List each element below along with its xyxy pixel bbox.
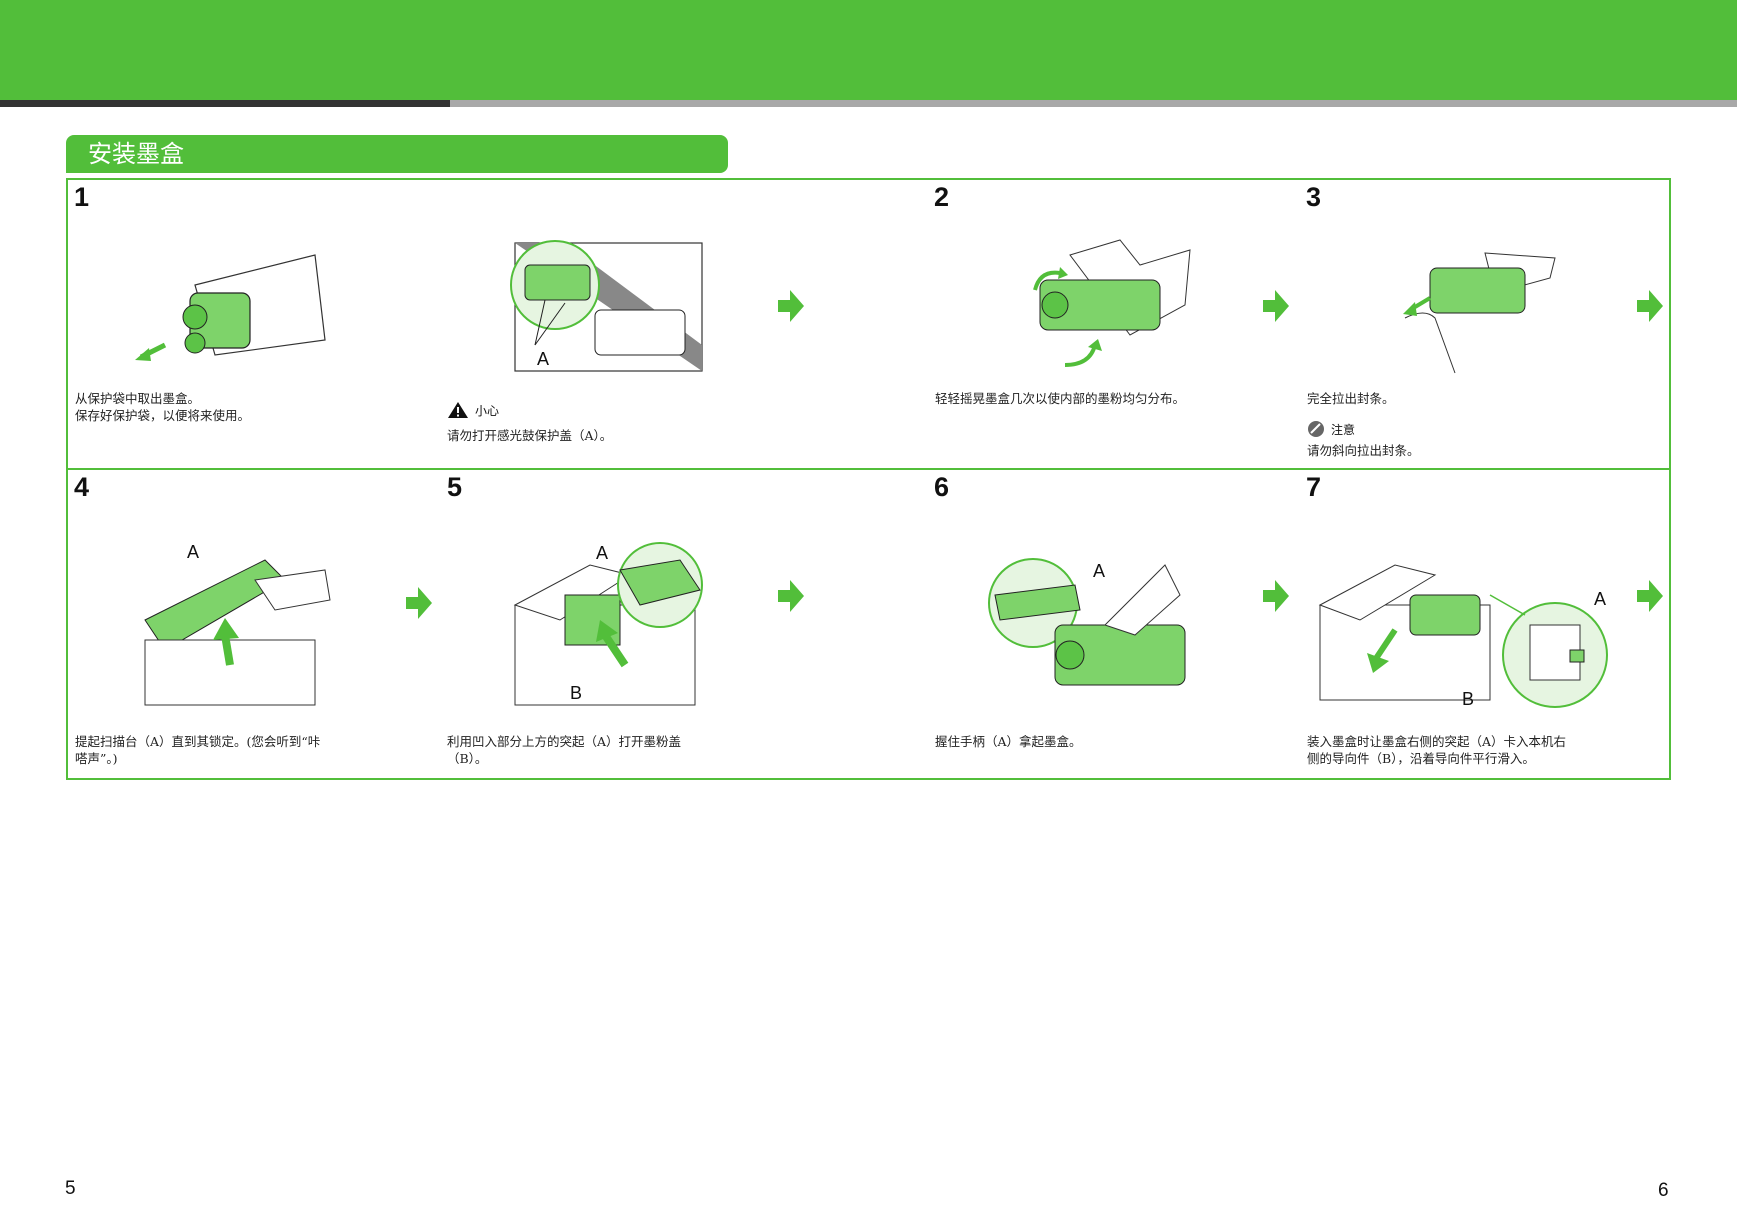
note-text: 请勿斜向拉出封条。 xyxy=(1307,443,1420,458)
step-5-number: 5 xyxy=(447,472,463,502)
step-7-caption: 装入墨盒时让墨盒右侧的突起（A）卡入本机右 侧的导向件（B），沿着导向件平行滑入… xyxy=(1307,734,1567,766)
step-7-illustration: A B xyxy=(1318,564,1608,709)
next-step-arrow-icon xyxy=(1263,290,1289,322)
step-2-number: 2 xyxy=(934,182,950,212)
caution-text: 请勿打开感光鼓保护盖（A）。 xyxy=(447,428,613,443)
step-3-illustration xyxy=(1403,252,1556,374)
step-2-illustration xyxy=(1033,239,1191,367)
page-number-right: 6 xyxy=(1658,1180,1669,1201)
step-7-callout-b: B xyxy=(1462,689,1474,709)
step-7-callout-a: A xyxy=(1594,589,1606,609)
step-7-number: 7 xyxy=(1306,472,1322,502)
step-1-caption: 从保护袋中取出墨盒。 保存好保护袋，以便将来使用。 xyxy=(75,391,251,423)
next-step-arrow-icon xyxy=(406,587,432,619)
step-2-caption: 轻轻摇晃墨盒几次以使内部的墨粉均匀分布。 xyxy=(935,391,1186,406)
step-1-caution-callout: A xyxy=(537,349,549,369)
section-title: 安装墨盒 xyxy=(66,135,728,173)
step-3-caption: 完全拉出封条。 xyxy=(1307,391,1395,406)
caution-heading: 小心 xyxy=(447,401,499,419)
header-stripe-light xyxy=(450,100,1737,107)
step-4-callout-a: A xyxy=(187,542,199,562)
step-4-caption: 提起扫描台（A）直到其锁定。(您会听到“咔 嗒声”。) xyxy=(75,734,321,766)
step-5-illustration: A B xyxy=(513,542,703,706)
row-divider xyxy=(66,468,1671,470)
next-step-arrow-icon xyxy=(1637,580,1663,612)
step-6-number: 6 xyxy=(934,472,950,502)
step-6-caption: 握住手柄（A）拿起墨盒。 xyxy=(935,734,1082,749)
step-5-caption: 利用凹入部分上方的突起（A）打开墨粉盖 （B）。 xyxy=(447,734,682,766)
step-4-number: 4 xyxy=(74,472,90,502)
next-step-arrow-icon xyxy=(778,290,804,322)
note-heading: 注意 xyxy=(1307,420,1355,438)
step-1-caution-illustration: A xyxy=(510,240,703,372)
next-step-arrow-icon xyxy=(1263,580,1289,612)
caution-label: 小心 xyxy=(475,403,500,418)
steps-frame xyxy=(66,178,1671,780)
header-bar xyxy=(0,0,1737,100)
step-6-callout-a: A xyxy=(1093,561,1105,581)
note-pencil-icon xyxy=(1308,421,1324,437)
page-number-left: 5 xyxy=(65,1178,76,1199)
step-5-callout-a: A xyxy=(596,543,608,563)
next-step-arrow-icon xyxy=(1637,290,1663,322)
step-6-illustration: A xyxy=(988,558,1186,686)
step-5-callout-b: B xyxy=(570,683,582,703)
header-stripe-dark xyxy=(0,100,450,107)
step-3-number: 3 xyxy=(1306,182,1322,212)
step-1-number: 1 xyxy=(74,182,90,212)
warning-triangle-icon xyxy=(448,402,468,418)
next-step-arrow-icon xyxy=(778,580,804,612)
step-1-illustration xyxy=(135,254,326,361)
step-4-illustration: A xyxy=(144,542,331,706)
note-label: 注意 xyxy=(1331,422,1356,437)
